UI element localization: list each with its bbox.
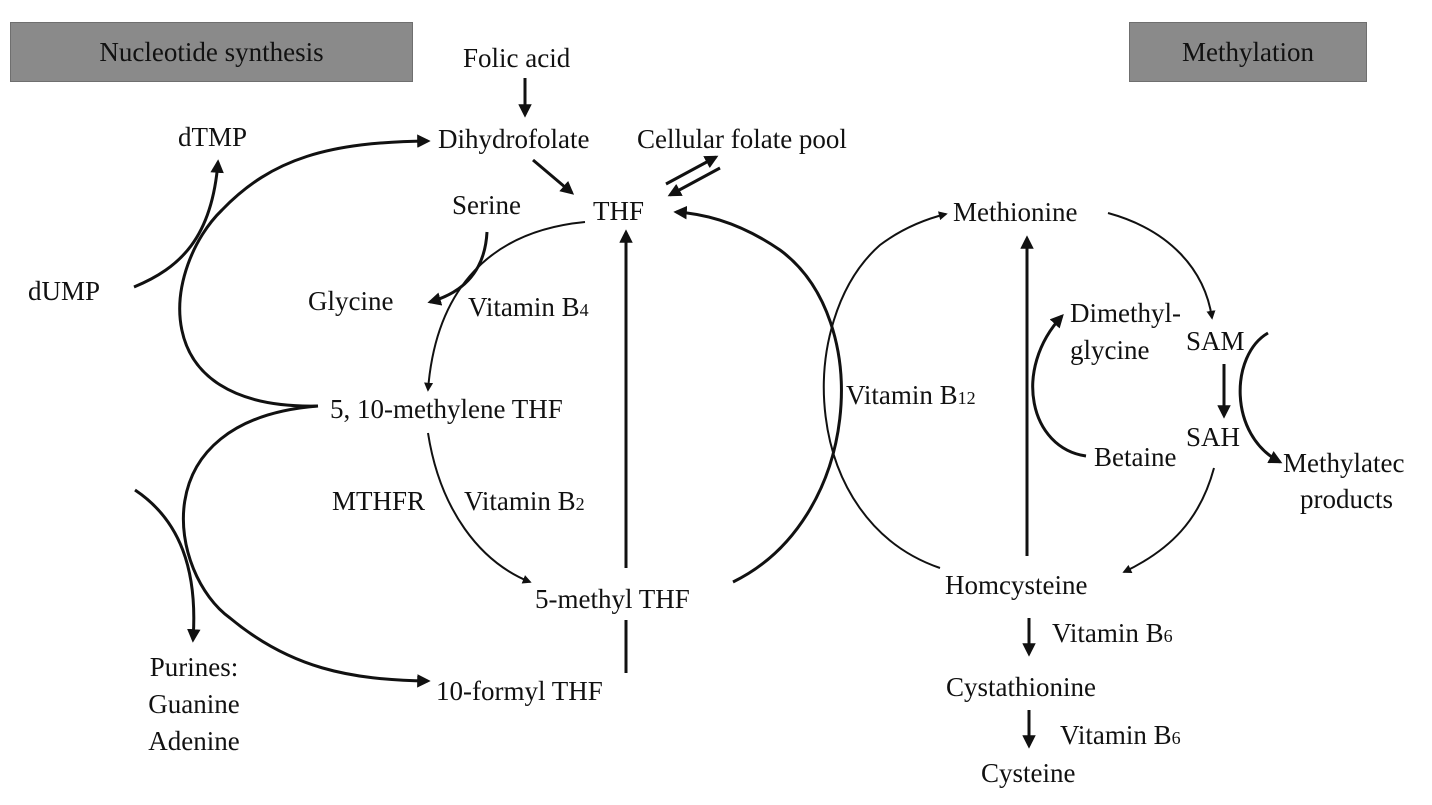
- arrow-dump-to-dtmp: [133, 159, 224, 289]
- purines-label: Purines: Guanine Adenine: [124, 654, 264, 755]
- vitamin-b2-text: Vitamin B: [464, 486, 576, 516]
- vitamin-b12-text: Vitamin B: [846, 380, 958, 410]
- cellular-folate-pool-label: Cellular folate pool: [637, 124, 847, 154]
- arc-sah-to-hcy: [1122, 467, 1215, 573]
- cysteine-label: Cysteine: [981, 758, 1076, 788]
- arrow-dhf-to-thf: [532, 158, 575, 195]
- serine-label: Serine: [452, 190, 521, 220]
- vitamin-b6-sub-1: 6: [1163, 626, 1173, 646]
- vitamin-b2-label: Vitamin B2: [464, 488, 585, 515]
- adenine-label: Adenine: [148, 726, 240, 756]
- dump-label: dUMP: [28, 276, 101, 306]
- folic-acid-label: Folic acid: [463, 43, 571, 73]
- arrow-methyl-products: [1238, 331, 1283, 464]
- arrow-betaine-to-dmg: [1031, 314, 1087, 458]
- thf-label: THF: [593, 196, 645, 226]
- arrow-to-purines: [134, 488, 201, 643]
- vitamin-b12-sub: 12: [957, 388, 976, 408]
- formyl-thf-label: 10-formyl THF: [436, 676, 603, 706]
- sam-label: SAM: [1186, 326, 1245, 356]
- vitamin-b6-label-2: Vitamin B6: [1060, 722, 1181, 749]
- purines-title: Purines:: [149, 652, 239, 682]
- arrow-pool-to-thf: [667, 166, 721, 197]
- methylation-header: Methylation: [1129, 22, 1367, 82]
- vitamin-b4-label: Vitamin B4: [468, 294, 589, 321]
- arrow-methylene-to-dhf: [178, 134, 431, 408]
- methyl-thf-label: 5-methyl THF: [535, 584, 690, 614]
- nucleotide-synthesis-header-text: Nucleotide synthesis: [99, 37, 324, 67]
- vitamin-b6-label-1: Vitamin B6: [1052, 620, 1173, 647]
- arc-methyl-to-thf: [673, 205, 843, 584]
- vitamin-b4-text: Vitamin B: [468, 292, 580, 322]
- glycine-label: Glycine: [308, 286, 394, 316]
- arc-thf-to-methylene: [424, 221, 586, 392]
- cystathionine-label: Cystathionine: [946, 672, 1096, 702]
- homocysteine-label: Homcysteine: [945, 570, 1088, 600]
- arrow-serine-to-glycine: [427, 231, 489, 306]
- methylene-thf-label: 5, 10-methylene THF: [330, 394, 563, 424]
- dihydrofolate-label: Dihydrofolate: [438, 124, 590, 154]
- arrow-methylene-to-formyl: [181, 404, 431, 688]
- glycine2-label: glycine: [1070, 335, 1150, 365]
- vitamin-b2-sub: 2: [575, 494, 585, 514]
- dtmp-label: dTMP: [178, 122, 248, 152]
- vitamin-b4-sub: 4: [579, 300, 589, 320]
- nucleotide-synthesis-header: Nucleotide synthesis: [10, 22, 413, 82]
- sah-label: SAH: [1186, 422, 1241, 452]
- methylated-label: Methylatec: [1283, 448, 1405, 478]
- products-label: products: [1300, 484, 1393, 514]
- dimethyl-label: Dimethyl-: [1070, 298, 1181, 328]
- vitamin-b6-text-2: Vitamin B: [1060, 720, 1172, 750]
- guanine-label: Guanine: [148, 689, 240, 719]
- mthfr-label: MTHFR: [332, 486, 426, 516]
- arc-hcy-to-methionine: [822, 211, 948, 569]
- betaine-label: Betaine: [1094, 442, 1177, 472]
- arrow-thf-to-pool: [665, 155, 719, 186]
- arc-methionine-to-sam: [1107, 212, 1216, 320]
- vitamin-b6-sub-2: 6: [1171, 728, 1181, 748]
- methylation-header-text: Methylation: [1182, 37, 1314, 67]
- methionine-label: Methionine: [953, 197, 1078, 227]
- arc-methylene-to-methyl: [427, 432, 532, 584]
- vitamin-b6-text-1: Vitamin B: [1052, 618, 1164, 648]
- vitamin-b12-label: Vitamin B12: [846, 382, 976, 409]
